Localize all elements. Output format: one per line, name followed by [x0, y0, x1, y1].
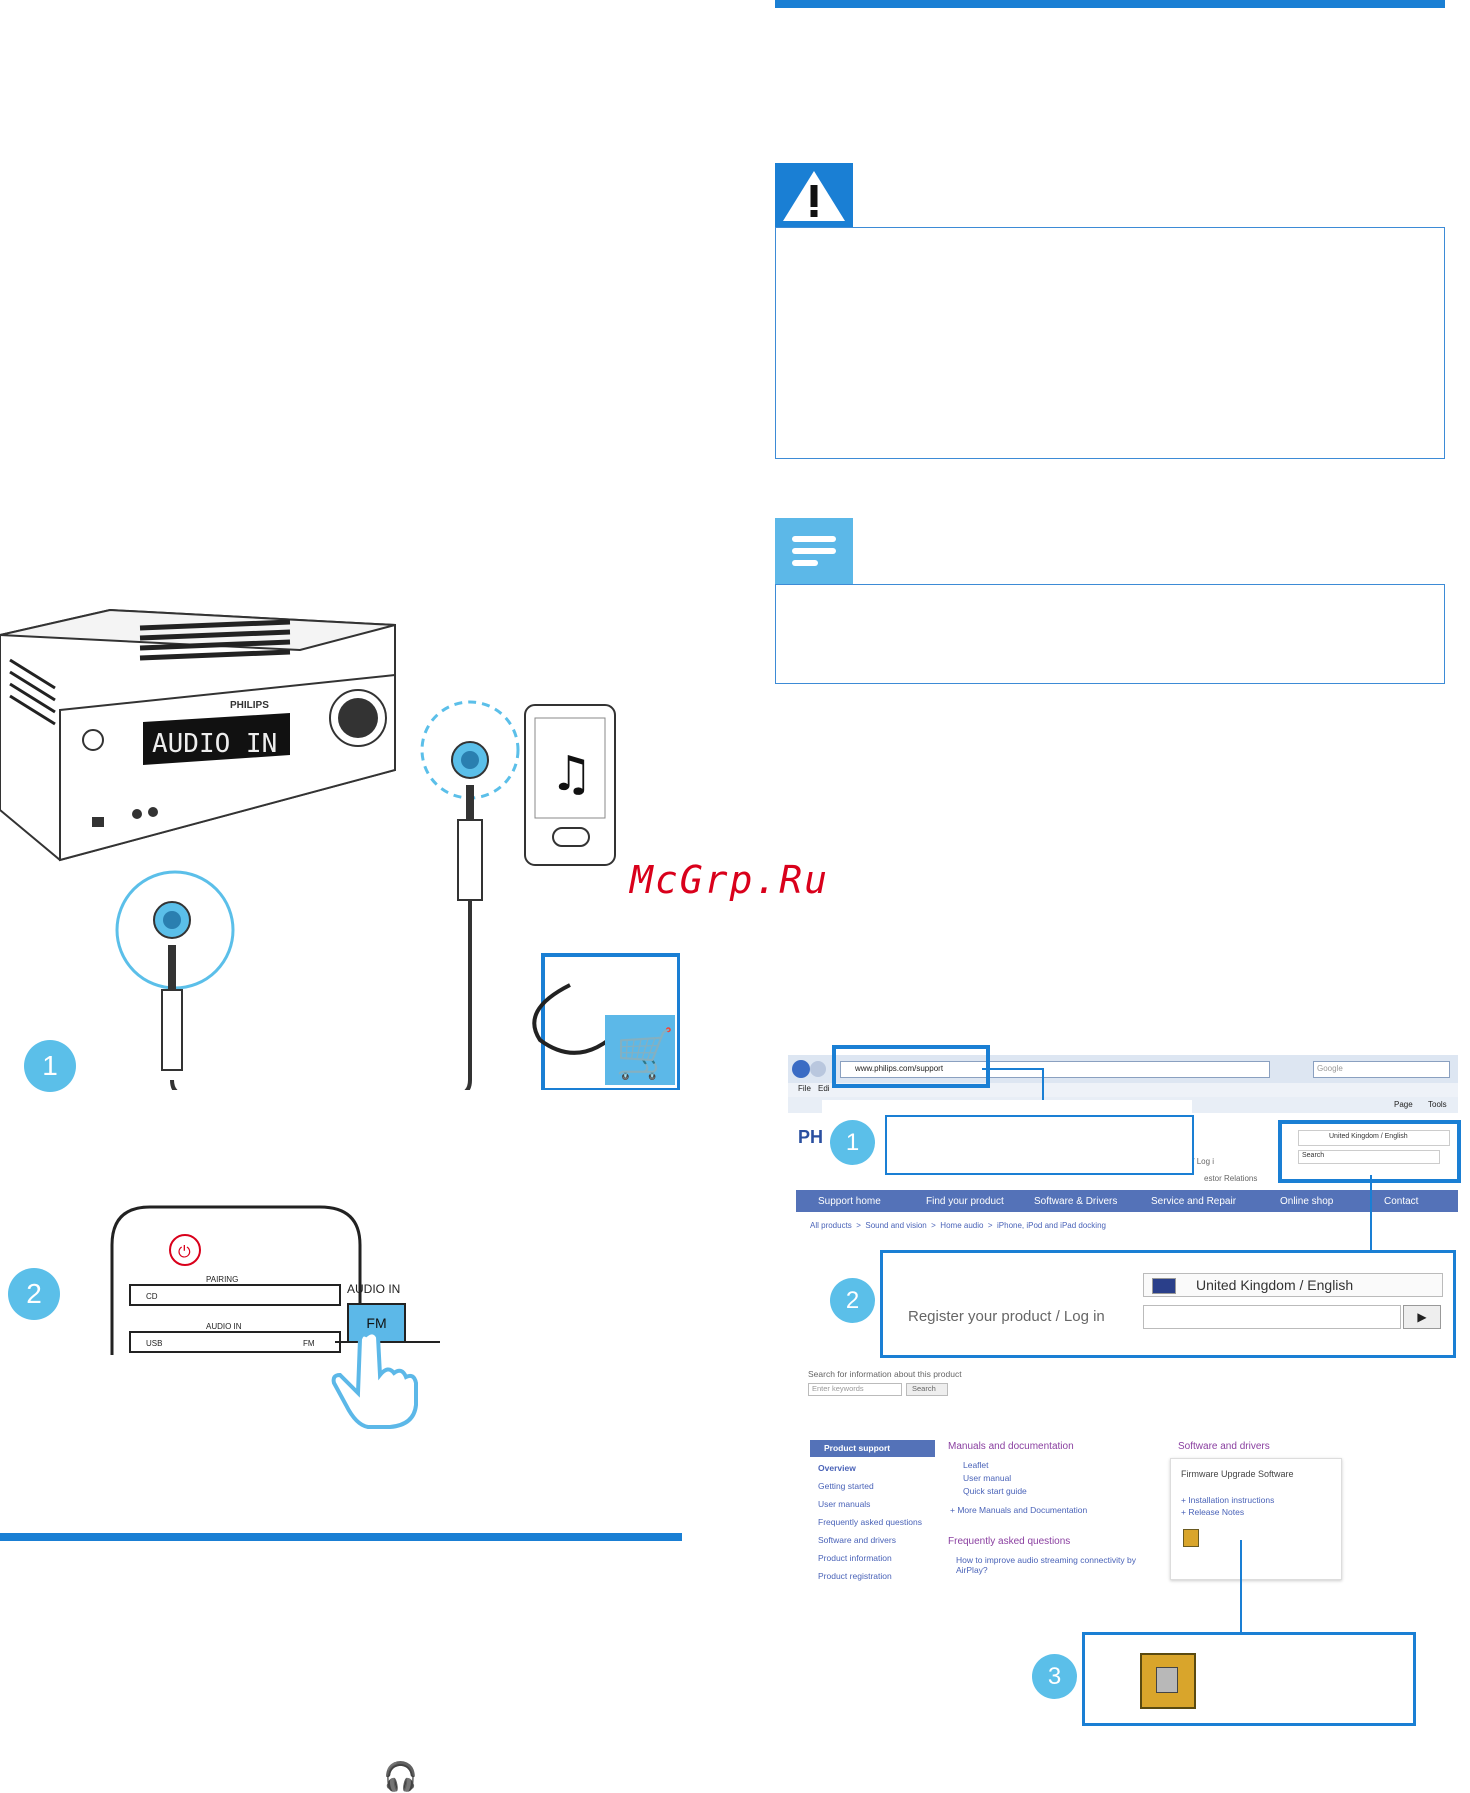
- browser-search-placeholder: Google: [1317, 1064, 1343, 1073]
- nav-find-product[interactable]: Find your product: [926, 1196, 1004, 1207]
- manuals-heading[interactable]: Manuals and documentation: [948, 1441, 1074, 1452]
- keyword-input[interactable]: Enter keywords: [808, 1383, 902, 1396]
- callout-audioin-label: AUDIO IN: [347, 1282, 400, 1296]
- browser-step-1-badge: 1: [830, 1120, 875, 1165]
- remote-audioin-label: AUDIO IN: [206, 1322, 242, 1331]
- sidebar-item-user-manuals[interactable]: User manuals: [818, 1499, 870, 1509]
- callout-box-1-frame: [885, 1115, 1194, 1175]
- warning-icon: [775, 163, 853, 227]
- keyword-search-button[interactable]: Search: [906, 1383, 948, 1396]
- menu-file[interactable]: File: [798, 1084, 811, 1093]
- sidebar-item-overview[interactable]: Overview: [818, 1463, 856, 1473]
- sidebar-title-text: Product support: [824, 1443, 890, 1453]
- callout-box-2: United Kingdom / English Register your p…: [880, 1250, 1456, 1358]
- software-heading[interactable]: Software and drivers: [1178, 1441, 1270, 1452]
- remote-cd-label: CD: [146, 1292, 158, 1301]
- note-tab: [775, 518, 853, 584]
- sidebar-item-faq[interactable]: Frequently asked questions: [818, 1517, 922, 1527]
- note-box: [775, 584, 1445, 684]
- sidebar-item-registration[interactable]: Product registration: [818, 1571, 892, 1581]
- note-icon: [775, 518, 853, 584]
- caution-tab: [775, 163, 853, 227]
- callout-line-2: [1370, 1175, 1372, 1250]
- zoom-search-input[interactable]: [1143, 1305, 1401, 1329]
- manual-user-link[interactable]: User manual: [963, 1473, 1011, 1483]
- zip-file-icon[interactable]: [1183, 1529, 1199, 1547]
- uk-flag-icon: [1152, 1278, 1176, 1294]
- zoom-search-go-button[interactable]: ▶: [1403, 1305, 1441, 1329]
- device-brand-text: PHILIPS: [230, 700, 269, 711]
- search-info-label: Search for information about this produc…: [808, 1369, 962, 1379]
- power-icon: ⏻: [178, 1242, 191, 1261]
- browser-search-box[interactable]: Google: [1313, 1061, 1450, 1078]
- cart-icon: 🛒: [615, 1026, 675, 1082]
- manual-quickstart-link[interactable]: Quick start guide: [963, 1486, 1027, 1496]
- page-menu[interactable]: Page: [1394, 1100, 1413, 1109]
- manual-leaflet-link[interactable]: Leaflet: [963, 1460, 989, 1470]
- callout-line-3: [1240, 1540, 1242, 1635]
- callout-box-3: [1082, 1632, 1416, 1726]
- locale-highlight: [1278, 1120, 1461, 1183]
- faq-item-link[interactable]: How to improve audio streaming connectiv…: [956, 1555, 1146, 1575]
- caution-box: [775, 227, 1445, 459]
- remote-usb-label: USB: [146, 1339, 162, 1348]
- browser-step-3-badge: 3: [1032, 1654, 1077, 1699]
- zoom-locale-text: United Kingdom / English: [1196, 1277, 1353, 1293]
- tools-menu[interactable]: Tools: [1428, 1100, 1447, 1109]
- sidebar-item-software[interactable]: Software and drivers: [818, 1535, 896, 1545]
- site-investor-link[interactable]: estor Relations: [1204, 1174, 1257, 1183]
- zip-archive-icon: [1140, 1653, 1196, 1709]
- device-display-text: AUDIO IN: [152, 729, 277, 759]
- firmware-card: Firmware Upgrade Software + Installation…: [1170, 1458, 1342, 1580]
- sidebar-item-getting-started[interactable]: Getting started: [818, 1481, 874, 1491]
- section-divider-top-right: [775, 0, 1445, 8]
- address-highlight: [832, 1045, 990, 1088]
- zoom-register-link[interactable]: Register your product / Log in: [908, 1308, 1105, 1325]
- headphone-icon: 🎧: [383, 1760, 418, 1793]
- pointing-hand-icon: [328, 1325, 423, 1430]
- nav-online-shop[interactable]: Online shop: [1280, 1196, 1333, 1207]
- site-logo[interactable]: PH: [798, 1127, 823, 1148]
- firmware-title: Firmware Upgrade Software: [1181, 1469, 1294, 1479]
- keyword-search-button-label: Search: [912, 1384, 936, 1393]
- nav-software-drivers[interactable]: Software & Drivers: [1034, 1196, 1117, 1207]
- section-divider-left: [0, 1533, 682, 1541]
- forward-button[interactable]: [810, 1061, 826, 1077]
- remote-pairing-label: PAIRING: [206, 1275, 238, 1284]
- nav-support-home[interactable]: Support home: [818, 1196, 881, 1207]
- connection-illustration: AUDIO IN PHILIPS ♫ 🛒: [0, 600, 680, 1090]
- sidebar: Product support Overview Getting started…: [810, 1440, 935, 1590]
- firmware-install-link[interactable]: + Installation instructions: [1181, 1495, 1274, 1505]
- sidebar-item-product-info[interactable]: Product information: [818, 1553, 892, 1563]
- firmware-release-link[interactable]: + Release Notes: [1181, 1507, 1244, 1517]
- back-button[interactable]: [792, 1060, 810, 1078]
- keyword-input-placeholder: Enter keywords: [812, 1384, 864, 1393]
- zoom-locale-select[interactable]: United Kingdom / English: [1143, 1273, 1443, 1297]
- callout-line-1: [982, 1068, 1044, 1070]
- sidebar-title[interactable]: Product support: [810, 1440, 935, 1457]
- step-1-badge: 1: [24, 1040, 76, 1092]
- menu-edit[interactable]: Edi: [818, 1084, 830, 1093]
- browser-step-2-badge: 2: [830, 1278, 875, 1323]
- remote-bottom-edge: [110, 1356, 360, 1359]
- nav-contact[interactable]: Contact: [1384, 1196, 1418, 1207]
- step-2-badge: 2: [8, 1268, 60, 1320]
- nav-service-repair[interactable]: Service and Repair: [1151, 1196, 1236, 1207]
- music-note-icon: ♫: [550, 746, 593, 802]
- breadcrumb[interactable]: All products > Sound and vision > Home a…: [810, 1221, 1106, 1230]
- faq-heading[interactable]: Frequently asked questions: [948, 1536, 1070, 1547]
- more-manuals-link[interactable]: + More Manuals and Documentation: [950, 1505, 1087, 1515]
- site-nav-bar: Support home Find your product Software …: [796, 1190, 1458, 1212]
- remote-fm-label: FM: [303, 1339, 315, 1348]
